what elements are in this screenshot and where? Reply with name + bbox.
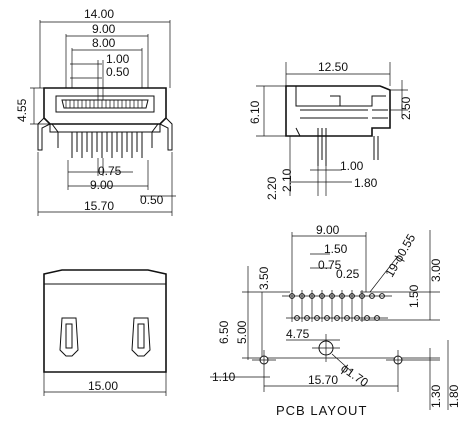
dim-1-50-pcb: 1.50 bbox=[324, 242, 348, 256]
dim-0-50: 0.50 bbox=[106, 65, 130, 79]
dim-14-00: 14.00 bbox=[84, 7, 114, 21]
dim-1-80-side: 1.80 bbox=[354, 176, 378, 190]
dim-2-10: 2.10 bbox=[280, 168, 294, 192]
dim-1-50-v: 1.50 bbox=[407, 284, 421, 308]
dim-5-00-pcb: 5.00 bbox=[235, 320, 249, 344]
pins bbox=[71, 132, 143, 158]
side-view: 12.50 6.10 2.50 1.00 1.80 2.20 2.10 bbox=[248, 60, 413, 200]
dim-4-75-pcb: 4.75 bbox=[286, 327, 310, 341]
dim-1-00: 1.00 bbox=[106, 52, 130, 66]
dim-1-10-pcb: 1.10 bbox=[212, 370, 236, 384]
dim-0-25-pcb: 0.25 bbox=[336, 267, 360, 281]
dim-9-00-pcb: 9.00 bbox=[316, 223, 340, 237]
dim-big-hole: ϕ1.70 bbox=[338, 361, 371, 390]
dim-9-00-top: 9.00 bbox=[92, 22, 116, 36]
dim-8-00: 8.00 bbox=[92, 36, 116, 50]
dim-2-20: 2.20 bbox=[265, 176, 279, 200]
contact-teeth bbox=[65, 100, 143, 108]
dim-2-50: 2.50 bbox=[399, 96, 413, 120]
dim-15-70-pcb: 15.70 bbox=[308, 373, 338, 387]
dim-1-80-pcb: 1.80 bbox=[447, 384, 461, 408]
dim-15-70: 15.70 bbox=[84, 199, 114, 213]
dim-6-50-pcb: 6.50 bbox=[217, 320, 231, 344]
top-view: 15.00 bbox=[43, 269, 167, 396]
dim-1-30-pcb: 1.30 bbox=[429, 384, 443, 408]
dim-0-75-pcb: 0.75 bbox=[318, 258, 342, 272]
dim-9-00-bottom: 9.00 bbox=[90, 178, 114, 192]
dim-12-50: 12.50 bbox=[318, 60, 348, 74]
dim-3-50-pcb: 3.50 bbox=[257, 266, 271, 290]
dim-4-55: 4.55 bbox=[15, 98, 29, 122]
dim-1-00-side: 1.00 bbox=[340, 159, 364, 173]
dim-holes: 19-ϕ0.55 bbox=[382, 231, 418, 279]
pcb-layout: 9.00 1.50 0.75 0.25 19-ϕ0.55 3.00 1.50 3… bbox=[210, 223, 461, 418]
dim-3-00-pcb: 3.00 bbox=[429, 258, 443, 282]
dim-0-75: 0.75 bbox=[98, 164, 122, 178]
dim-15-00: 15.00 bbox=[88, 379, 118, 393]
pcb-layout-title: PCB LAYOUT bbox=[276, 403, 367, 418]
pcb-hole-rows bbox=[282, 290, 392, 322]
dim-0-50-leg: 0.50 bbox=[140, 193, 164, 207]
dim-6-10: 6.10 bbox=[248, 100, 262, 124]
front-view: 14.00 9.00 8.00 1.00 0.50 4.55 bbox=[15, 7, 176, 216]
